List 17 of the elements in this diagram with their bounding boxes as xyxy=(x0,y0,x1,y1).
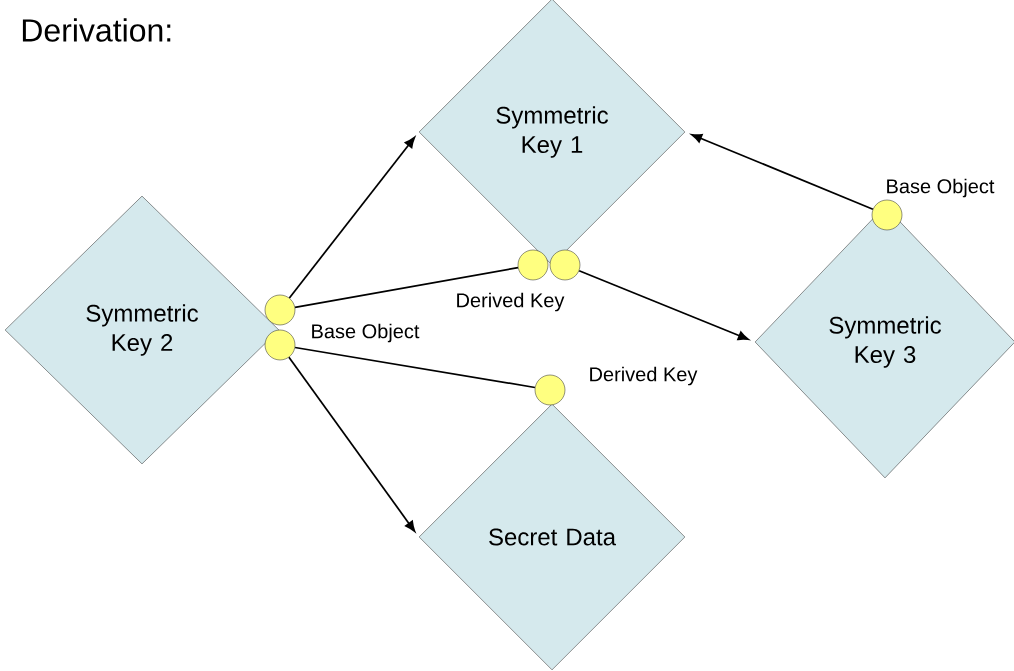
circle-marker xyxy=(871,199,903,231)
port-label: Base Object xyxy=(309,322,421,344)
port-label: Derived Key xyxy=(587,365,699,387)
circle-marker xyxy=(534,374,566,406)
arrow xyxy=(578,269,749,341)
arrow xyxy=(288,136,416,299)
title: Derivation: xyxy=(22,18,171,42)
circle-marker xyxy=(264,294,296,326)
arrow xyxy=(288,356,416,532)
connector-line xyxy=(294,346,536,389)
arrow xyxy=(691,133,874,211)
circle-marker xyxy=(517,249,549,281)
connector-line xyxy=(294,266,519,309)
port-label: Derived Key xyxy=(454,291,566,313)
port-label: Base Object xyxy=(884,177,996,199)
circle-marker xyxy=(264,329,296,361)
circle-marker xyxy=(549,249,581,281)
